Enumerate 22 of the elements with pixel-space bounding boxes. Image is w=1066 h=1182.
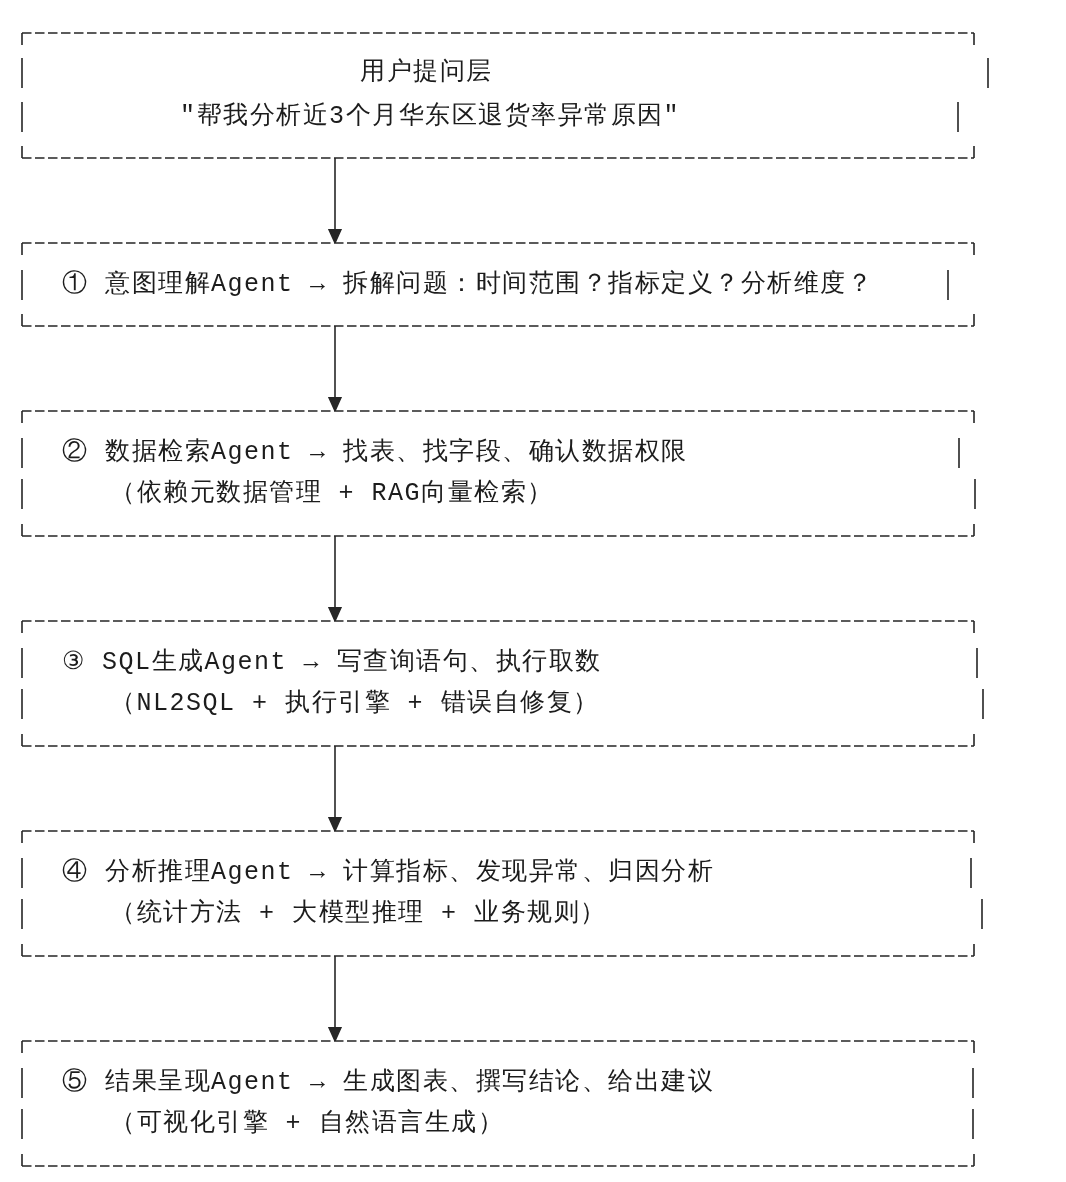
layer-title: 用户提问层 — [360, 57, 493, 89]
step-note: （依赖元数据管理 + RAG向量检索） — [110, 478, 554, 510]
arrow — [328, 955, 342, 1042]
step-description: ② 数据检索Agent → 找表、找字段、确认数据权限 — [62, 437, 688, 469]
arrow — [328, 325, 342, 412]
step-description: ⑤ 结果呈现Agent → 生成图表、撰写结论、给出建议 — [62, 1067, 715, 1099]
process-box — [20, 242, 976, 327]
process-box — [20, 1040, 976, 1167]
question-box — [20, 32, 990, 159]
arrow — [328, 745, 342, 832]
step-description: ④ 分析推理Agent → 计算指标、发现异常、归因分析 — [62, 857, 715, 889]
arrow — [328, 157, 342, 244]
process-box — [20, 830, 984, 957]
step-note: （NL2SQL + 执行引擎 + 错误自修复） — [110, 688, 600, 720]
step-description: ③ SQL生成Agent → 写查询语句、执行取数 — [62, 647, 602, 679]
arrow — [328, 535, 342, 622]
question-quote: "帮我分析近3个月华东区退货率异常原因" — [180, 101, 680, 133]
step-note: （可视化引擎 + 自然语言生成） — [110, 1108, 504, 1140]
process-box — [20, 620, 985, 747]
process-box — [20, 410, 977, 537]
step-description: ① 意图理解Agent → 拆解问题：时间范围？指标定义？分析维度？ — [62, 269, 874, 301]
step-note: （统计方法 + 大模型推理 + 业务规则） — [110, 898, 607, 930]
